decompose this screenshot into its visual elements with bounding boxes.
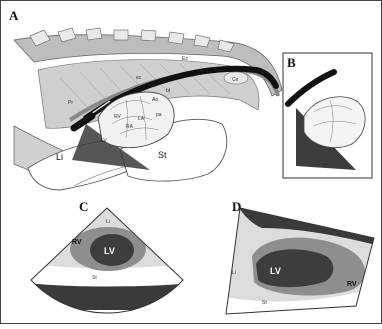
label-d-rv: RV (347, 281, 357, 288)
label-d-lv: LV (270, 266, 281, 276)
label-c-rv: RV (72, 239, 82, 246)
lv-d (256, 249, 333, 287)
label-pr: Pr (68, 100, 73, 106)
label-c-st: St (92, 275, 97, 281)
label-d-st: St (262, 300, 267, 306)
panel-b-letter: B (287, 55, 296, 70)
label-d-li: Li (232, 270, 236, 276)
label-bt: bt (166, 88, 171, 94)
panel-d-letter: D (232, 199, 241, 214)
probe-mark-label: ec (136, 75, 142, 81)
label-c-li: Li (106, 219, 110, 225)
label-es: Es (182, 56, 188, 62)
label-rv: RV (114, 114, 122, 120)
label-pa: pa (156, 112, 162, 118)
label-cr: Cr (262, 70, 268, 76)
label-lv: LV (101, 138, 107, 144)
label-c-lv: LV (104, 246, 115, 256)
panel-b: B (283, 53, 372, 178)
panel-a-letter: A (9, 8, 19, 23)
label-st: St (158, 150, 167, 160)
label-ao: Ao (152, 97, 158, 103)
label-li: Li (56, 152, 63, 162)
label-ra: RA (126, 124, 134, 130)
label-ce: Ce (232, 77, 239, 83)
panel-c-letter: C (79, 199, 88, 214)
label-la: LA (138, 116, 145, 122)
